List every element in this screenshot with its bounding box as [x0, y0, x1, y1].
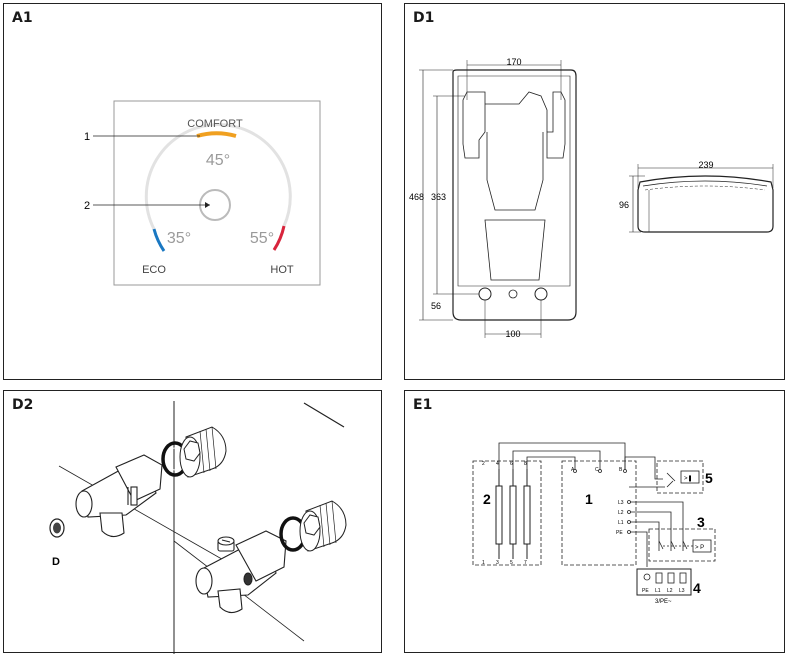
cutout-5-symbol [680, 470, 700, 484]
pin-4: 4 [496, 461, 499, 467]
pin-8: 8 [524, 461, 527, 467]
terminals [643, 572, 687, 584]
pin-6: 6 [510, 461, 513, 467]
heater-front-body [452, 69, 577, 321]
temp-45: 45° [206, 152, 230, 169]
cable-entry [508, 289, 518, 299]
pin-2: 2 [482, 461, 485, 467]
dial-arc [144, 123, 292, 230]
pin-c: C [595, 467, 599, 473]
comfort-label: COMFORT [187, 118, 243, 130]
pin-5: 5 [510, 560, 513, 566]
callout-1: 1 [84, 131, 90, 143]
wiring-diagram: 2 2 4 6 8 1 3 5 7 1 A C B L3 L2 L1 PE [472, 442, 716, 605]
heater-front-inner [457, 75, 571, 287]
pin-l3: L3 [618, 500, 624, 506]
panel-d2: D2 D [3, 390, 382, 654]
label-block-2: 2 [483, 491, 491, 507]
label-block-1: 1 [585, 491, 593, 507]
pin-b: B [619, 467, 623, 473]
control-panel-diagram: COMFORT 45° 35° 55° ECO HOT 1 2 [84, 100, 321, 286]
label-block-4: 4 [693, 580, 701, 596]
eco-label: ECO [142, 264, 166, 276]
pressure-switch-3 [648, 528, 716, 562]
panel-d1: D1 170 468 363 56 100 [404, 3, 785, 380]
filter-screen-d [49, 518, 65, 538]
panel-a1-title: A1 [12, 10, 33, 26]
left-mount-slot [462, 91, 486, 159]
cutout-5-text: >❚ [684, 475, 693, 482]
upper-valve [75, 454, 163, 538]
center-recess [486, 132, 544, 211]
panel-a1: A1 COMFORT 45° 35° 55° ECO HOT 1 2 [3, 3, 382, 380]
pin-a: A [571, 467, 575, 473]
eco-segment [152, 228, 166, 252]
dim-top-width: 170 [506, 57, 521, 67]
pin-l1: L1 [618, 520, 624, 526]
heater-side-body [637, 175, 774, 233]
electronics-block-1 [561, 460, 637, 566]
dim-bottom-offset: 56 [431, 301, 441, 311]
label-d: D [52, 556, 60, 568]
temp-55: 55° [250, 230, 274, 247]
valve-assembly-diagram: D [49, 401, 347, 654]
pressure-contacts [658, 540, 693, 550]
side-top-ridge [642, 180, 768, 187]
terminal-pe: PE [642, 588, 649, 594]
terminal-block-4 [636, 568, 692, 596]
terminal-l2: L2 [667, 588, 673, 594]
panel-d1-title: D1 [413, 10, 435, 26]
pin-l2: L2 [618, 510, 624, 516]
terminal-l3: L3 [679, 588, 685, 594]
comfort-segment [196, 131, 237, 138]
dim-height-inner: 363 [431, 192, 446, 202]
heating-block-2 [472, 460, 542, 566]
label-block-5: 5 [705, 470, 713, 486]
dim-bottom-width: 100 [505, 329, 520, 339]
lower-valve [195, 530, 287, 614]
hot-segment [272, 225, 286, 251]
upper-threaded-fitting [179, 426, 227, 478]
pressure-switch-text: > P [695, 545, 704, 551]
hot-label: HOT [270, 264, 294, 276]
interconnect-wires [498, 442, 684, 567]
temp-35: 35° [167, 230, 191, 247]
dim-height-total: 468 [409, 192, 424, 202]
right-mount-slot [546, 91, 566, 159]
pin-1: 1 [482, 560, 485, 566]
pin-3: 3 [496, 560, 499, 566]
lower-threaded-fitting [299, 500, 347, 552]
dim-side-height: 96 [619, 200, 629, 210]
panel-e1-title: E1 [413, 397, 433, 413]
pin-7: 7 [524, 560, 527, 566]
lower-window [484, 219, 546, 281]
safety-cutout-5 [656, 460, 704, 494]
heating-elements [495, 469, 531, 559]
label-block-3: 3 [697, 514, 705, 530]
pin-pe: PE [616, 530, 623, 536]
mount-bracket [485, 91, 548, 132]
terminal-l1: L1 [655, 588, 661, 594]
callout-2-arrow [205, 202, 210, 208]
callout-2: 2 [84, 200, 90, 212]
dim-side-width: 239 [698, 160, 713, 170]
supply-label: 3/PE~ [655, 599, 672, 605]
panel-d2-title: D2 [12, 397, 34, 413]
panel-e1: E1 2 2 4 6 8 1 3 5 7 1 A C B L3 [404, 390, 785, 653]
dimension-drawing: 170 468 363 56 100 239 96 [409, 57, 774, 339]
